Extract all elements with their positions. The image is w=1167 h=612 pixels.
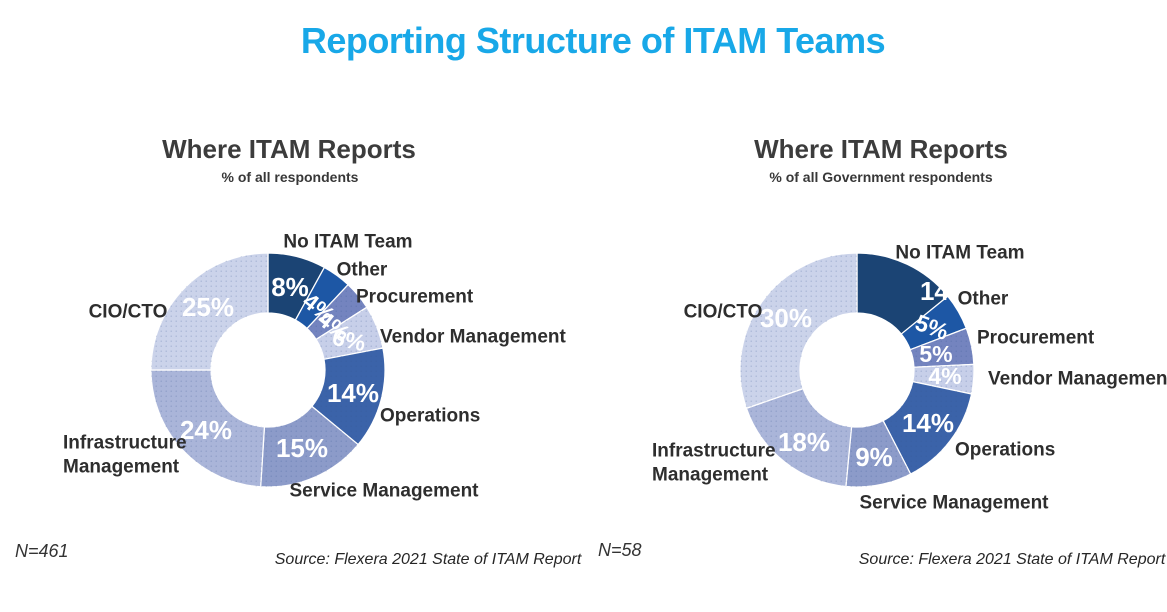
donut1-category-label-other: Other [958, 289, 1009, 310]
donut1-slice-texture-operations [883, 381, 972, 474]
donut1-slice-texture-service-management [845, 420, 911, 488]
donut0-slice-texture-procurement [307, 284, 367, 340]
donut0-category-label-infrastructure-management-line2: Management [63, 457, 180, 478]
left-donut-chart: 8%4%4%6%14%15%24%25%No ITAM TeamOtherPro… [63, 232, 566, 502]
donut1-category-label-operations: Operations [955, 440, 1055, 461]
donut1-category-label-procurement: Procurement [977, 328, 1095, 349]
donut0-category-label-cio-cto: CIO/CTO [89, 302, 168, 323]
donut1-percent-label-infrastructure-management: 18% [778, 427, 830, 457]
right-source-citation: Source: Flexera 2021 State of ITAM Repor… [858, 551, 1166, 568]
donut0-percent-label-no-itam-team: 8% [271, 272, 309, 302]
donut0-percent-label-cio-cto: 25% [182, 292, 234, 322]
donut0-slice-texture-vendor-management [316, 307, 383, 360]
donut0-slice-texture-operations [311, 348, 385, 445]
right-donut-chart: 14%5%5%4%14%9%18%30%No ITAM TeamOtherPro… [652, 243, 1167, 514]
donut1-slice-texture-cio-cto [740, 253, 857, 409]
donut0-category-label-other: Other [337, 260, 388, 281]
donut1-slice-texture-infrastructure-management [746, 388, 852, 487]
left-chart-title: Where ITAM Reports [162, 134, 416, 164]
donut0-category-label-operations: Operations [380, 406, 480, 427]
right-chart-title: Where ITAM Reports [754, 134, 1008, 164]
donut1-category-label-service-management: Service Management [859, 493, 1049, 514]
donut1-percent-label-cio-cto: 30% [760, 303, 812, 333]
donut0-category-label-no-itam-team: No ITAM Team [283, 232, 412, 253]
right-chart-subtitle: % of all Government respondents [769, 169, 993, 185]
donut1-percent-label-service-management: 9% [855, 442, 893, 472]
donut1-percent-label-procurement: 5% [919, 341, 952, 367]
donut1-category-label-cio-cto: CIO/CTO [684, 302, 763, 323]
donut1-slice-texture-vendor-management [912, 364, 974, 394]
donut0-category-label-service-management: Service Management [289, 481, 479, 502]
donut0-percent-label-service-management: 15% [276, 433, 328, 463]
donut1-category-label-infrastructure-management-line2: Management [652, 465, 769, 486]
donut1-percent-label-no-itam-team: 14% [920, 276, 972, 306]
right-sample-size: N=58 [598, 540, 642, 560]
donut1-percent-label-operations: 14% [902, 408, 954, 438]
donut0-percent-label-operations: 14% [327, 378, 379, 408]
donut0-slice-texture-infrastructure-management [151, 370, 265, 487]
donut1-category-label-vendor-management: Vendor Management [988, 369, 1167, 390]
donut0-slice-texture-cio-cto [151, 253, 268, 370]
donut0-slice-texture-service-management [260, 406, 359, 488]
donut1-slice-texture-procurement [910, 328, 974, 368]
donut1-category-label-no-itam-team: No ITAM Team [895, 243, 1024, 264]
donut1-percent-label-vendor-management: 4% [928, 363, 961, 389]
donut0-percent-label-infrastructure-management: 24% [180, 415, 232, 445]
left-source-citation: Source: Flexera 2021 State of ITAM Repor… [274, 551, 582, 568]
left-chart-subtitle: % of all respondents [221, 169, 359, 185]
page-title: Reporting Structure of ITAM Teams [300, 20, 886, 61]
donut0-category-label-procurement: Procurement [356, 287, 474, 308]
donut0-category-label-infrastructure-management-line1: Infrastructure [63, 433, 187, 454]
donut1-category-label-infrastructure-management-line1: Infrastructure [652, 441, 776, 462]
donut0-category-label-vendor-management: Vendor Management [380, 327, 566, 348]
left-sample-size: N=461 [15, 541, 69, 561]
